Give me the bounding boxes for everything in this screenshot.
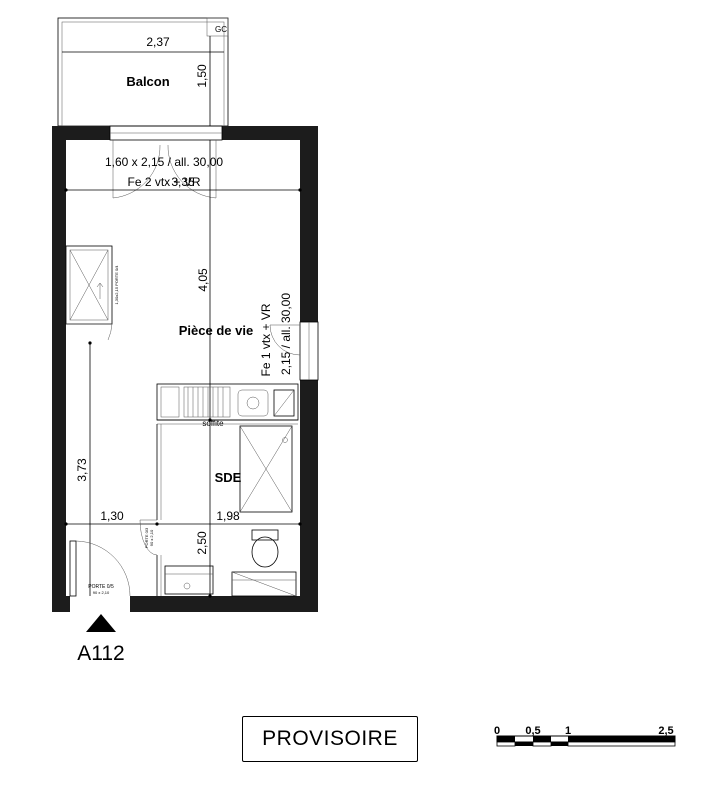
bottom-left-label: 1,30	[100, 509, 124, 523]
window-side-leaf	[269, 324, 301, 356]
placard	[65, 245, 113, 341]
balcon-depth-label: 1,50	[195, 64, 209, 88]
scale-tick-1: 1	[565, 725, 571, 737]
toilet-bowl	[251, 536, 279, 568]
piece-width-label: 3,35	[171, 175, 195, 189]
window-top	[109, 125, 223, 199]
wall-bottom	[130, 596, 318, 612]
room-piece-de-vie: Pièce de vie	[179, 323, 253, 338]
window-top-leaf-right	[167, 140, 217, 199]
gc-label: GC	[215, 25, 227, 34]
sde-door-label-b: 90 x 2,10	[149, 529, 154, 546]
tray-bottom	[231, 571, 297, 597]
shower	[239, 425, 293, 513]
left-length-label: 3,73	[75, 458, 89, 482]
scale-tick-05: 0,5	[525, 725, 540, 737]
placard-door-swing	[66, 323, 113, 341]
scale-tick-0: 0	[494, 725, 500, 737]
soffite-label: soffite	[202, 419, 224, 428]
sde-door-label-a: PORTE 0/3	[144, 527, 149, 548]
sde-door-swing	[139, 519, 158, 556]
dimension-lines	[64, 140, 302, 598]
room-balcon: Balcon	[126, 74, 169, 89]
fridge	[273, 389, 295, 417]
balcon-width-label: 2,37	[146, 35, 170, 49]
window-side-size: 2,15 / all. 30,00	[279, 293, 293, 375]
sink	[237, 389, 269, 417]
wall-right-upper	[300, 126, 318, 322]
unit-id: A112	[77, 642, 125, 665]
entry-door	[69, 540, 131, 597]
gc-box	[206, 17, 229, 37]
hob	[183, 386, 231, 418]
kitchenette	[156, 383, 299, 421]
entry-door-leaf	[69, 540, 77, 597]
kitchen-counter	[156, 383, 299, 421]
wall-right-lower	[300, 380, 318, 612]
wall-left	[52, 126, 66, 612]
provisoire-stamp: PROVISOIRE	[242, 716, 418, 762]
entry-door-swing	[75, 540, 131, 597]
room-sde: SDE	[215, 470, 242, 485]
toilet-tank	[251, 529, 279, 541]
scale-tick-25: 2,5	[658, 725, 673, 737]
entry-door-label-b: 90 x 2,10	[93, 590, 110, 595]
sde-depth-label: 2,50	[195, 531, 209, 555]
piece-length-label: 4,05	[196, 268, 210, 292]
bottom-right-label: 1,98	[216, 509, 240, 523]
entry-door-label-a: PORTE 0/5	[88, 584, 114, 590]
entry-arrow-icon	[86, 614, 116, 632]
placard-door-label: 1,30x2,15 PORTE 0/4	[114, 265, 119, 305]
wall-top-right	[222, 126, 318, 140]
sde-room	[139, 419, 298, 597]
wall-top-left	[52, 126, 110, 140]
vanity	[164, 565, 214, 595]
wall-bottom-left-stub	[52, 596, 70, 612]
window-top-leaf-left	[112, 140, 161, 199]
window-side-type: Fe 1 vtx + VR	[259, 303, 273, 376]
window-top-size: 1,60 x 2,15 / all. 30,00	[105, 155, 223, 169]
scale-bar	[496, 735, 676, 747]
window-top-type: Fe 2 vtx + VR	[127, 175, 200, 189]
walls	[52, 126, 318, 612]
window-side	[269, 321, 319, 381]
